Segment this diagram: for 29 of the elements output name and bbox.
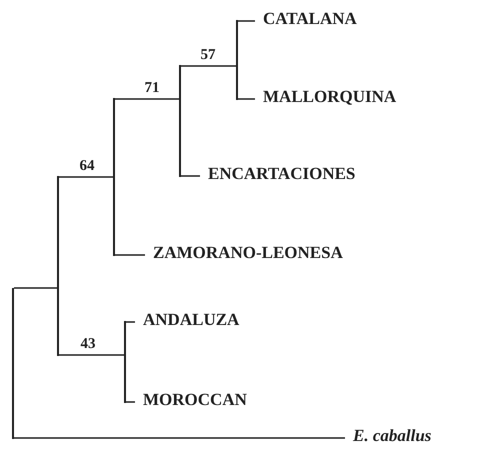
bootstrap-value: 43 (80, 336, 96, 352)
clade-junction-line (124, 321, 126, 403)
tree-branch (181, 65, 236, 67)
tree-branch (59, 176, 113, 178)
bootstrap-value: 57 (200, 47, 216, 63)
tree-branch (115, 254, 145, 256)
taxon-label: E. caballus (345, 424, 432, 448)
tree-branch (115, 98, 179, 100)
clade-junction-line (236, 20, 238, 100)
taxon-label: ZAMORANO-LEONESA (145, 241, 343, 265)
bootstrap-value: 71 (144, 80, 160, 96)
clade-junction-line (113, 98, 115, 256)
tree-branch (14, 437, 345, 439)
tree-branch (126, 321, 135, 323)
tree-branch (14, 287, 57, 289)
tree-branch (238, 98, 255, 100)
clade-junction-line (179, 65, 181, 177)
taxon-label: MALLORQUINA (255, 85, 396, 109)
bootstrap-value: 64 (80, 158, 94, 174)
clade-junction-line (57, 176, 59, 356)
tree-branch (126, 401, 135, 403)
taxon-label: CATALANA (255, 7, 357, 31)
clade-junction-line (12, 288, 14, 439)
tree-branch (59, 354, 124, 356)
taxon-label: MOROCCAN (135, 388, 247, 412)
tree-branch (181, 175, 200, 177)
tree-branch (238, 20, 255, 22)
taxon-label: ANDALUZA (135, 308, 240, 332)
taxon-label: ENCARTACIONES (200, 162, 356, 186)
